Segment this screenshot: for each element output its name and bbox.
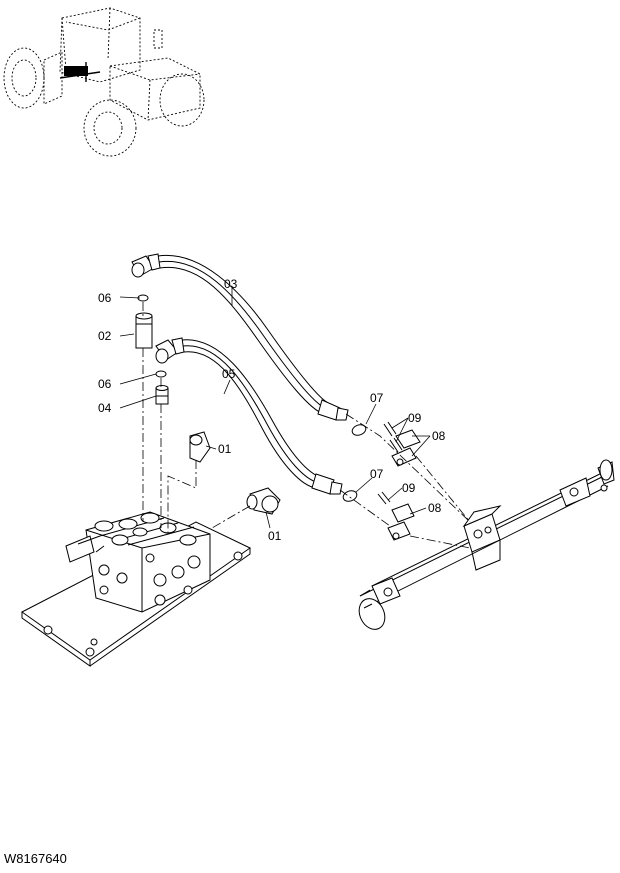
mounting-plate (21, 521, 251, 667)
drawing-reference-code: W8167640 (4, 851, 67, 866)
clamps-08-bolts-09 (377, 421, 421, 541)
callout-08-upper: 08 (432, 429, 446, 443)
callout-08-lower: 08 (428, 501, 442, 515)
callout-06-lower: 06 (98, 377, 112, 391)
callout-09-upper: 09 (408, 411, 422, 425)
callout-01-upper: 01 (218, 442, 232, 456)
callout-03: 03 (224, 277, 238, 291)
control-valve-block (65, 511, 211, 613)
callout-04: 04 (98, 401, 112, 415)
tractor-location-thumbnail (3, 7, 205, 157)
fitting-stack (135, 294, 281, 515)
hose-03 (131, 253, 349, 421)
callout-09-lower: 09 (402, 481, 416, 495)
callout-02: 02 (98, 329, 112, 343)
callout-labels: 06 02 06 04 03 05 01 01 07 07 09 08 09 0… (98, 277, 446, 543)
assembly-centerlines (142, 302, 471, 549)
callout-06-upper: 06 (98, 291, 112, 305)
steering-cylinder-assembly (358, 459, 615, 630)
callout-07-upper: 07 (370, 391, 384, 405)
leader-lines (119, 288, 431, 529)
callout-01-lower: 01 (268, 529, 282, 543)
callout-05: 05 (222, 367, 236, 381)
callout-07-lower: 07 (370, 467, 384, 481)
o-rings-07 (342, 424, 367, 502)
hose-05 (155, 337, 343, 495)
